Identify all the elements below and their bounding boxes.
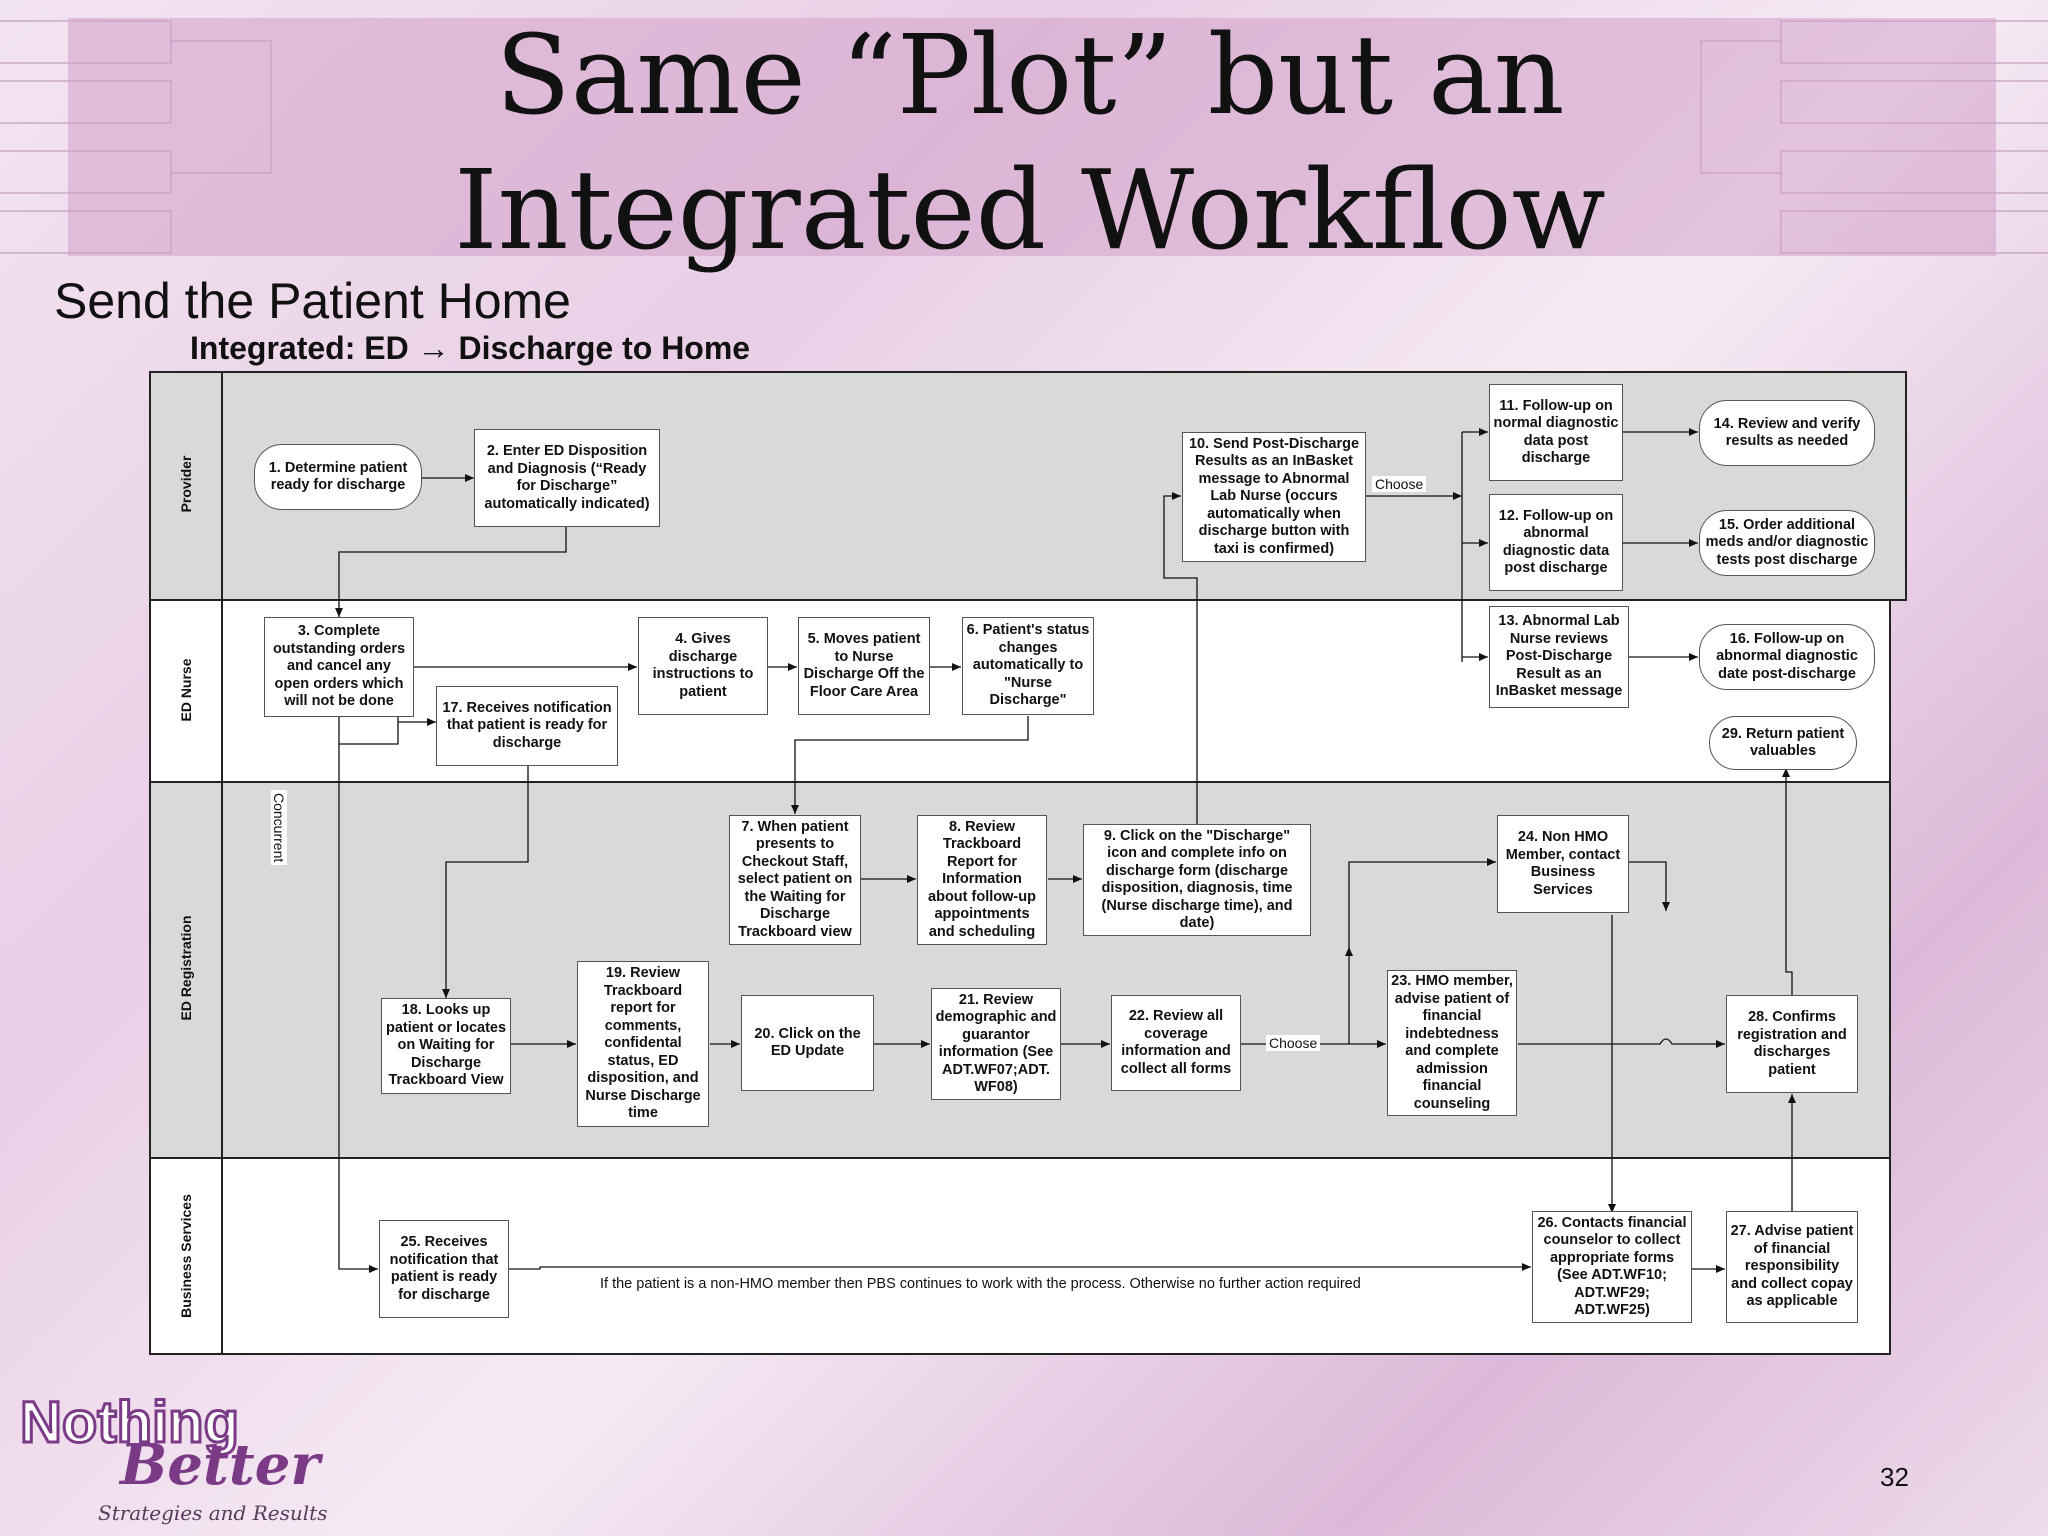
lane-label-provider: Provider — [178, 455, 194, 513]
logo-tagline: Strategies and Results — [98, 1501, 327, 1525]
step-3: 3. Complete outstanding orders and cance… — [264, 617, 414, 717]
step-4: 4. Gives discharge instructions to patie… — [638, 617, 768, 715]
step-26: 26. Contacts financial counselor to coll… — [1532, 1211, 1692, 1323]
step-23: 23. HMO member, advise patient of financ… — [1387, 970, 1517, 1116]
choose-label-bottom: Choose — [1266, 1035, 1321, 1051]
concurrent-label: Concurrent — [271, 790, 287, 866]
lane-label-ed-registration: ED Registration — [178, 915, 194, 1021]
slide-subtitle: Send the Patient Home — [54, 273, 571, 329]
step-7: 7. When patient presents to Checkout Sta… — [729, 815, 861, 945]
title-band — [68, 18, 1996, 256]
diagram-heading: Integrated: ED → Discharge to Home — [190, 330, 751, 366]
step-6: 6. Patient's status changes automaticall… — [962, 617, 1094, 715]
edge-3-25-concurrent — [338, 744, 378, 1273]
step-20: 20. Click on the ED Update — [741, 995, 874, 1091]
nothing-better-logo: Nothing Better Strategies and Results — [20, 1389, 327, 1526]
step-18: 18. Looks up patient or locates on Waiti… — [381, 998, 511, 1094]
step-22: 22. Review all coverage information and … — [1111, 995, 1241, 1091]
choose-label-top: Choose — [1372, 476, 1427, 492]
edge-28-29 — [1782, 768, 1793, 995]
edge-choose-24b — [1348, 858, 1496, 950]
edge-23-28 — [1518, 1038, 1725, 1048]
edge-9-10 — [1163, 492, 1198, 824]
step-5: 5. Moves patient to Nurse Discharge Off … — [798, 617, 930, 715]
step-28: 28. Confirms registration and discharges… — [1726, 995, 1858, 1093]
edge-25-26 — [508, 1263, 1531, 1271]
step-24: 24. Non HMO Member, contact Business Ser… — [1497, 815, 1629, 913]
step-19: 19. Review Trackboard report for comment… — [577, 961, 709, 1127]
connectors — [335, 428, 1796, 1273]
step-27: 27. Advise patient of financial responsi… — [1726, 1211, 1858, 1323]
step-17: 17. Receives notification that patient i… — [436, 686, 618, 766]
step-13: 13. Abnormal Lab Nurse reviews Post-Disc… — [1489, 606, 1629, 708]
edge-17-18 — [442, 766, 529, 998]
step-21: 21. Review demographic and guarantor inf… — [931, 988, 1061, 1100]
logo-word-nothing: Nothing — [20, 1390, 239, 1455]
step-8: 8. Review Trackboard Report for Informat… — [917, 815, 1047, 945]
business-services-note: If the patient is a non-HMO member then … — [600, 1276, 1361, 1292]
edge-6-7 — [791, 716, 1029, 814]
step-9: 9. Click on the "Discharge" icon and com… — [1083, 824, 1311, 936]
slide-title-line2: Integrated Workflow — [454, 146, 1606, 274]
step-25: 25. Receives notification that patient i… — [379, 1220, 509, 1318]
step-2: 2. Enter ED Disposition and Diagnosis (“… — [474, 429, 660, 527]
step-10: 10. Send Post-Discharge Results as an In… — [1182, 432, 1366, 562]
slide-title: Same “Plot” but an Integrated Workflow — [380, 8, 1680, 278]
edge-3-17b — [338, 717, 399, 745]
step-11: 11. Follow-up on normal diagnostic data … — [1489, 384, 1623, 481]
step-12: 12. Follow-up on abnormal diagnostic dat… — [1489, 494, 1623, 591]
step-14: 14. Review and verify results as needed — [1699, 400, 1875, 466]
step-15: 15. Order additional meds and/or diagnos… — [1699, 510, 1875, 576]
page-number: 32 — [1880, 1462, 1909, 1492]
lane-label-business-services: Business Services — [178, 1194, 194, 1318]
step-29: 29. Return patient valuables — [1709, 716, 1857, 770]
edge-2-3 — [335, 527, 567, 617]
step-16: 16. Follow-up on abnormal diagnostic dat… — [1699, 624, 1875, 690]
slide-title-line1: Same “Plot” but an — [495, 11, 1565, 139]
step-1: 1. Determine patient ready for discharge — [254, 444, 422, 510]
lane-label-ed-nurse: ED Nurse — [178, 658, 194, 722]
logo-word-better: Better — [118, 1432, 323, 1498]
